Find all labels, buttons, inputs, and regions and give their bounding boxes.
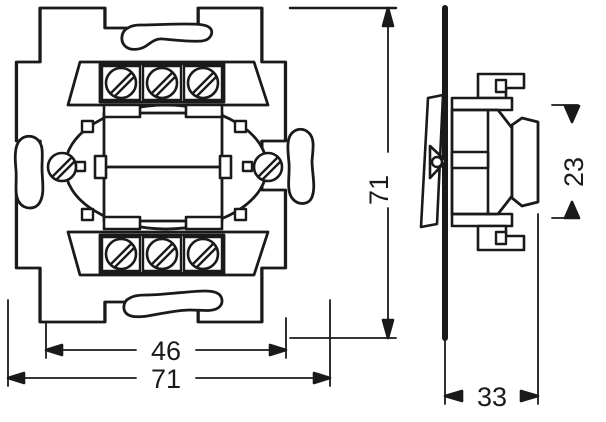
- mounting-claw: [419, 93, 448, 229]
- dimension-23: 23: [551, 104, 589, 220]
- right-claw-screw[interactable]: [252, 151, 284, 183]
- marker-square: [241, 160, 254, 173]
- terminal-screw[interactable]: [186, 237, 220, 271]
- rocker-nose: [510, 116, 540, 208]
- dimension-71-width-label: 71: [151, 364, 181, 394]
- terminal-screw[interactable]: [104, 237, 138, 271]
- top-slot: [120, 22, 214, 51]
- marker-square: [233, 119, 248, 134]
- left-slot: [13, 134, 45, 210]
- dimension-33: 33: [443, 213, 540, 412]
- center-rocker-block: [93, 103, 233, 231]
- dimension-46-label: 46: [151, 336, 181, 366]
- marker-square: [74, 160, 87, 173]
- top-support-bracket: [450, 72, 526, 112]
- marker-square: [80, 119, 95, 134]
- dimension-33-label: 33: [477, 382, 507, 412]
- switch-body: [450, 108, 514, 216]
- marker-square: [80, 207, 95, 222]
- dimension-71-width: 71: [6, 299, 332, 394]
- dimension-71-height: 71: [288, 6, 398, 340]
- right-slot: [286, 127, 316, 205]
- dimension-46: 46: [44, 317, 288, 366]
- terminal-screw[interactable]: [104, 66, 138, 100]
- marker-square: [233, 207, 248, 222]
- dimension-23-label: 23: [559, 157, 589, 187]
- terminal-screw[interactable]: [145, 66, 179, 100]
- top-terminal-block: [98, 62, 226, 104]
- front-view: [13, 6, 316, 324]
- dimension-71-height-label: 71: [364, 175, 394, 205]
- terminal-screw[interactable]: [186, 66, 220, 100]
- bottom-terminal-block: [98, 233, 226, 275]
- terminal-screw[interactable]: [145, 237, 179, 271]
- side-view: [419, 5, 540, 341]
- bottom-slot: [122, 289, 224, 319]
- left-claw-screw[interactable]: [46, 151, 78, 183]
